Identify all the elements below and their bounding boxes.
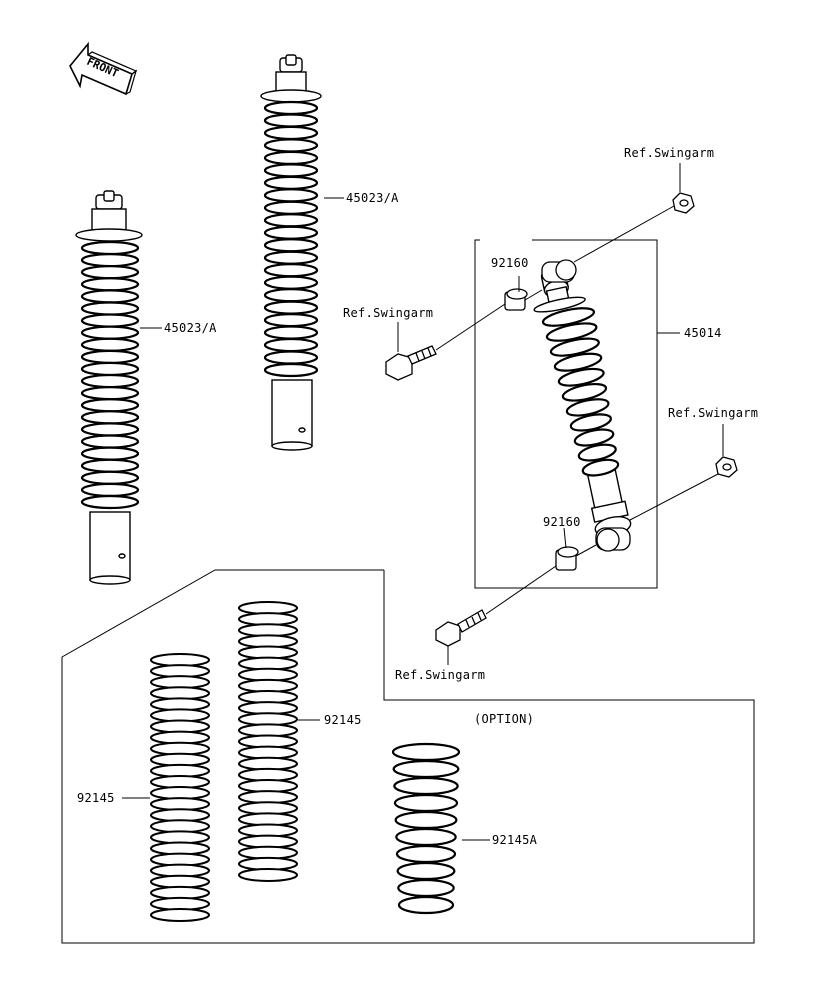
label-92145-left: 92145 bbox=[77, 791, 115, 805]
coil-spring-assembly bbox=[541, 307, 620, 477]
label-option: (OPTION) bbox=[474, 712, 535, 726]
axis-lines bbox=[435, 205, 719, 615]
coil-spring-left bbox=[80, 240, 140, 510]
lower-bushing bbox=[555, 546, 579, 571]
label-ref-swingarm-mid-left: Ref.Swingarm bbox=[343, 306, 434, 320]
label-45023a-left: 45023/A bbox=[164, 321, 217, 335]
lower-bolt bbox=[435, 609, 487, 647]
spring-92145-left bbox=[150, 653, 210, 922]
label-ref-swingarm-mid-right: Ref.Swingarm bbox=[668, 406, 759, 420]
label-92145a: 92145A bbox=[492, 833, 538, 847]
upper-collar bbox=[541, 259, 577, 283]
label-45023a-upper: 45023/A bbox=[346, 191, 399, 205]
shock-absorber-upper bbox=[260, 54, 322, 451]
lower-collar bbox=[595, 527, 631, 552]
leader-lines bbox=[122, 163, 724, 841]
assembly-bracket bbox=[474, 239, 658, 589]
spring-92145a-option bbox=[391, 742, 461, 915]
upper-bushing bbox=[504, 288, 528, 311]
label-ref-swingarm-top-right: Ref.Swingarm bbox=[624, 146, 715, 160]
shock-assembly bbox=[533, 266, 632, 537]
spring-92145-center bbox=[238, 601, 298, 882]
shock-absorber-left bbox=[75, 190, 143, 585]
upper-bolt bbox=[385, 345, 437, 381]
coil-spring-upper bbox=[263, 100, 319, 378]
lower-nut bbox=[715, 456, 738, 478]
label-92145-center: 92145 bbox=[324, 713, 362, 727]
option-kit-outline bbox=[61, 569, 755, 944]
label-92160-top: 92160 bbox=[491, 256, 529, 270]
front-arrow-icon: FRONT bbox=[69, 41, 138, 96]
label-92160-bottom: 92160 bbox=[543, 515, 581, 529]
label-ref-swingarm-bottom: Ref.Swingarm bbox=[395, 668, 486, 682]
label-45014: 45014 bbox=[684, 326, 722, 340]
upper-nut bbox=[672, 192, 695, 214]
